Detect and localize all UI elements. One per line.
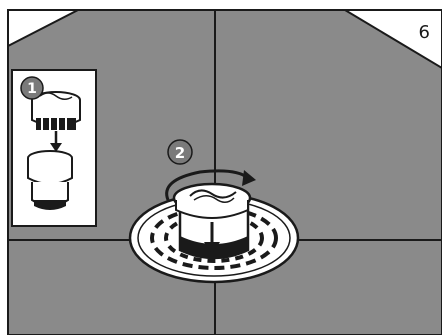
inset-panel-step-1: 1 (12, 70, 96, 226)
filter-cup-icon (28, 151, 72, 210)
step-1-badge: 1 (21, 77, 43, 99)
page-number: 6 (419, 22, 430, 43)
step-2-badge: 2 (168, 140, 192, 164)
filter-cap-icon (32, 92, 80, 130)
step-2-label: 2 (175, 144, 185, 162)
step-1-label: 1 (27, 81, 37, 97)
